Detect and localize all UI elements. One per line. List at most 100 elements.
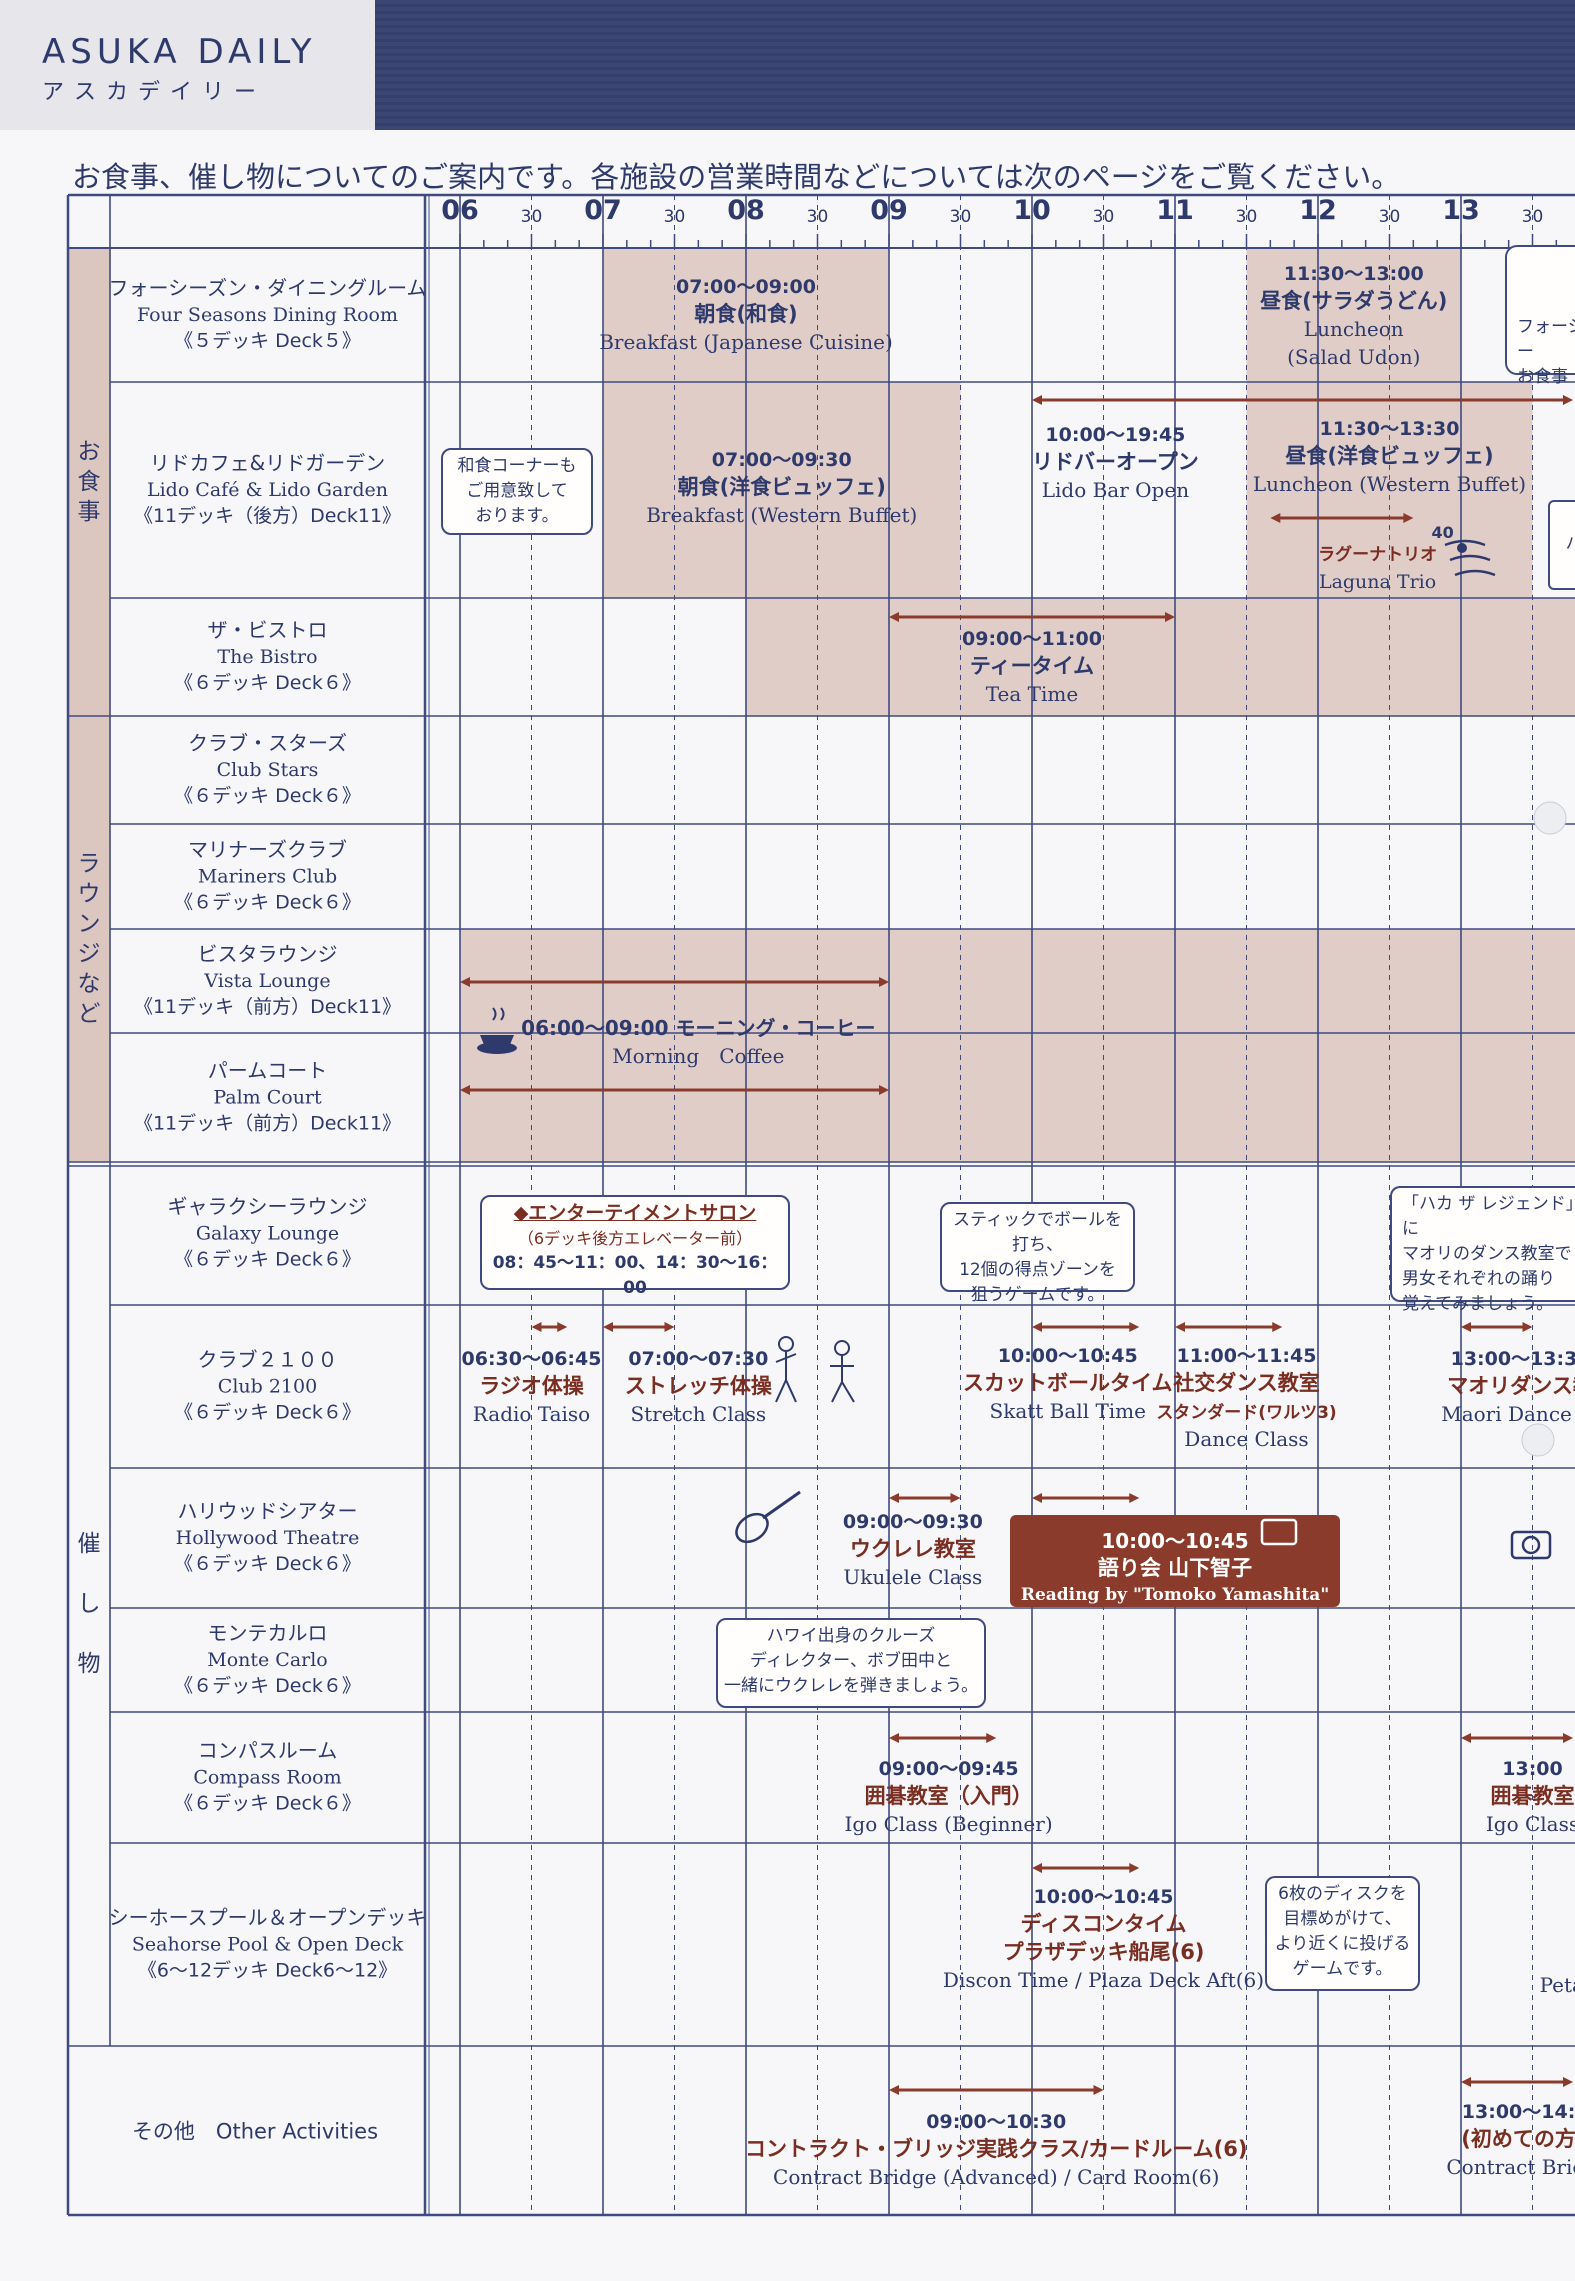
music-notes-icon xyxy=(1457,543,1467,553)
event-text: Contract Bridge (Beginner) / xyxy=(1446,2155,1575,2179)
camera-icon xyxy=(1521,1535,1541,1555)
event-text: Laguna Trio xyxy=(1319,571,1436,593)
arrow-head-right xyxy=(1129,1863,1140,1873)
event-text: Stretch Class xyxy=(630,1402,766,1426)
event-text: 昼食(洋食ビュッフェ) xyxy=(1285,444,1493,468)
venue-deck: 《６デッキ Deck６》 xyxy=(174,892,361,914)
arrow-head-left xyxy=(603,1322,613,1332)
tv-icon xyxy=(1260,1518,1298,1546)
hour-label: 30 xyxy=(950,207,972,227)
venue-name-en: Club 2100 xyxy=(218,1376,317,1398)
event-text: 07:00～09:00 xyxy=(676,276,816,298)
venue-name-en: Vista Lounge xyxy=(203,970,330,992)
event-text: ディスコンタイム xyxy=(1020,1912,1186,1936)
callout-line: 和食コーナーも xyxy=(457,456,577,476)
callout-line: 狙うゲームです。 xyxy=(970,1285,1105,1305)
callout-line: ハ xyxy=(1565,534,1575,554)
callout-ukulele: ハワイ出身のクルーズ ディレクター、ボブ田中と 一緒にウクレレを弾きましょう。 xyxy=(716,1618,986,1708)
exercise-figure-icon xyxy=(775,1352,797,1403)
event-text: ティータイム xyxy=(970,654,1094,678)
hour-label: 10 xyxy=(1013,195,1051,226)
arrow-head-right xyxy=(1563,395,1573,405)
brand-name-jp: アスカデイリー xyxy=(42,80,267,105)
hour-label: 13 xyxy=(1442,195,1480,226)
arrow-head-right xyxy=(1403,513,1414,523)
hour-label: 12 xyxy=(1299,195,1337,226)
event-text: 10:00～10:45 xyxy=(998,1345,1138,1367)
hour-label: 11 xyxy=(1156,195,1194,226)
callout-line: 覚えてみましょう。 xyxy=(1402,1294,1554,1314)
venue-name-jp: ハリウッドシアター xyxy=(178,1499,358,1523)
venue-deck: 《６デッキ Deck６》 xyxy=(174,1402,361,1424)
callout-line: ゲームです。 xyxy=(1292,1959,1393,1979)
callout-line: お食事 xyxy=(1517,367,1568,387)
arrow-head-left xyxy=(1032,1863,1042,1873)
event-text: マオリダンス教 xyxy=(1447,1374,1575,1398)
section-label-lounges: ウ xyxy=(78,881,101,907)
event-text: Skatt Ball Time xyxy=(990,1399,1146,1423)
venue-name-en: Compass Room xyxy=(193,1767,341,1789)
arrow-head-right xyxy=(1563,2077,1573,2087)
hour-label: 30 xyxy=(1379,207,1401,227)
arrow-head-right xyxy=(1272,1322,1283,1332)
callout-entertainment-salon: ◆エンターテイメントサロン （6デッキ後方エレベーター前） 08：45～11：0… xyxy=(480,1195,790,1298)
arrow-head-left xyxy=(460,1085,470,1095)
arrow-head-left xyxy=(460,977,470,987)
venue-deck: 《６デッキ Deck６》 xyxy=(174,1249,361,1271)
steam-icon xyxy=(492,1007,505,1021)
arrow-head-left xyxy=(1270,513,1281,523)
hour-label: 07 xyxy=(584,195,622,226)
event-text: 朝食(和食) xyxy=(694,302,797,326)
callout-four-seasons-more: フォーシー お食事 xyxy=(1505,245,1575,387)
venue-name-en: The Bistro xyxy=(217,646,317,668)
callout-line: ディレクター、ボブ田中と xyxy=(750,1651,952,1671)
arrow-head-right xyxy=(664,1322,675,1332)
venue-deck: 《６デッキ Deck６》 xyxy=(174,672,361,694)
section-label-dining: 事 xyxy=(78,499,101,525)
section-label-dining: 食 xyxy=(78,469,101,495)
callout-line: より近くに投げる xyxy=(1274,1934,1411,1954)
event-text: Lido Bar Open xyxy=(1042,478,1189,502)
arrow-head-left xyxy=(1032,1322,1042,1332)
event-text: 07:00～07:30 xyxy=(628,1348,768,1370)
event-text: 13:00～13:30 xyxy=(1451,1348,1575,1370)
event-text: Luncheon xyxy=(1304,317,1404,341)
hour-label: 30 xyxy=(1522,207,1544,227)
callout-line: 「ハカ ザ レジェンド」に xyxy=(1402,1194,1575,1239)
binder-hole-icon xyxy=(1521,1423,1555,1457)
event-text: 10:00～10:45 xyxy=(1034,1886,1174,1908)
event-text: Tea Time xyxy=(986,682,1078,706)
callout-line: マオリのダンス教室で xyxy=(1402,1244,1572,1264)
arrow-head-left xyxy=(1175,1322,1185,1332)
reading-event-box xyxy=(1010,1515,1340,1607)
meal-time-block xyxy=(603,382,961,598)
event-text: 06:30～06:45 xyxy=(462,1348,602,1370)
callout-title: ◆エンターテイメントサロン xyxy=(513,1202,757,1224)
event-text: ラグーナトリオ xyxy=(1318,544,1437,565)
venue-deck: 《６デッキ Deck６》 xyxy=(174,1553,361,1575)
section-label-lounges: ン xyxy=(78,911,101,937)
arrow-head-left xyxy=(889,612,899,622)
callout-line: ハワイ出身のクルーズ xyxy=(766,1626,936,1646)
hour-label: 06 xyxy=(441,195,479,226)
venue-name-en: Club Stars xyxy=(217,759,319,781)
event-text: スカットボールタイム xyxy=(963,1371,1173,1395)
event-text: Igo Class (Beginner) xyxy=(845,1812,1053,1836)
callout-line: スティックでボールを打ち、 xyxy=(953,1210,1122,1255)
event-text: Breakfast (Japanese Cuisine) xyxy=(599,330,893,354)
event-text: プラザデッキ船尾(6) xyxy=(1003,1940,1205,1964)
event-text: 13:00 xyxy=(1502,1758,1562,1780)
arrow-head-left xyxy=(1461,2077,1471,2087)
event-text: ラジオ体操 xyxy=(479,1374,585,1398)
callout-line: 目標めがけて、 xyxy=(1283,1909,1402,1929)
venue-name-jp: ビスタラウンジ xyxy=(198,942,338,966)
venue-name-en: Lido Café & Lido Garden xyxy=(147,479,388,501)
event-text: Petan xyxy=(1540,1973,1575,1997)
callout-haka: 「ハカ ザ レジェンド」に マオリのダンス教室で 男女それぞれの踊り 覚えてみま… xyxy=(1390,1186,1575,1314)
event-text: Igo Class xyxy=(1486,1812,1575,1836)
guitar-icon xyxy=(735,1512,769,1544)
callout-sub: （6デッキ後方エレベーター前） xyxy=(517,1229,753,1248)
event-text: Ukulele Class xyxy=(843,1565,982,1589)
event-text: 09:00～10:30 xyxy=(926,2111,1066,2133)
event-text: Discon Time / Plaza Deck Aft(6) xyxy=(943,1968,1264,1992)
